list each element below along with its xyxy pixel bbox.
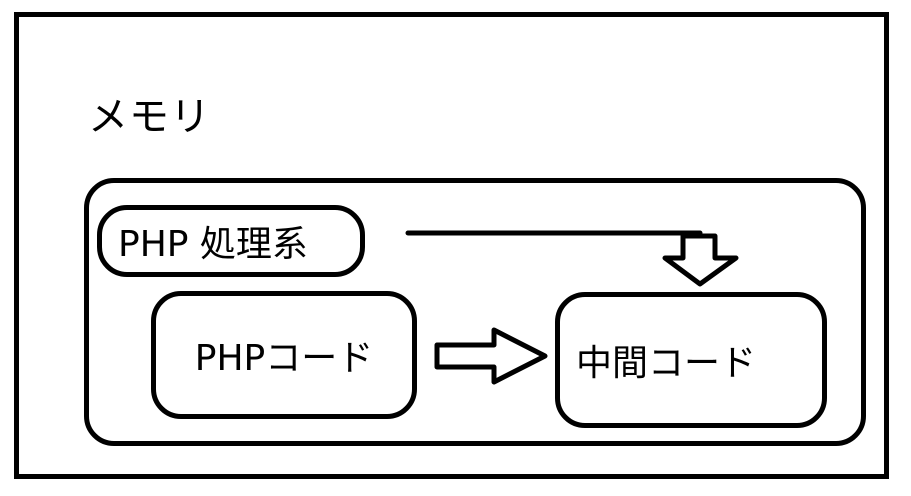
memory-label: メモリ [88, 94, 211, 140]
intermediate-code-label: 中間コード [576, 343, 757, 384]
php-processor-label: PHP 処理系 [118, 224, 308, 265]
intermediate-code-node: 中間コード [555, 292, 827, 428]
php-code-node: PHPコード [151, 291, 417, 419]
php-code-label: PHPコード [194, 338, 374, 379]
php-processor-node: PHP 処理系 [97, 205, 365, 277]
memory-inner-region [84, 178, 866, 446]
